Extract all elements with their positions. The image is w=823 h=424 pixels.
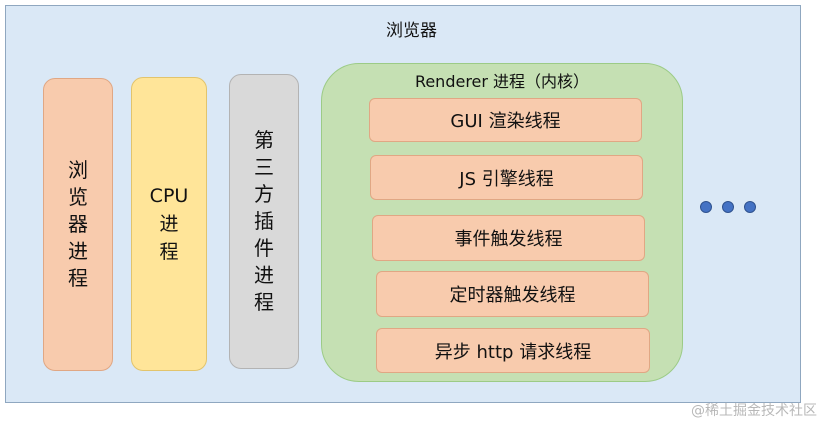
- browser-process-char: 览: [68, 185, 88, 209]
- gui-render-thread: GUI 渲染线程: [369, 98, 642, 142]
- cpu-process-line: 程: [159, 241, 179, 263]
- ellipsis-dot: [700, 201, 712, 213]
- js-engine-thread: JS 引擎线程: [370, 155, 643, 200]
- timer-trigger-thread: 定时器触发线程: [376, 271, 649, 317]
- watermark: @稀土掘金技术社区: [691, 403, 817, 419]
- ellipsis-dot: [744, 201, 756, 213]
- ellipsis-dot: [722, 201, 734, 213]
- browser-title: 浏览器: [386, 21, 437, 41]
- browser-process-box: 浏 览 器 进 程: [43, 78, 113, 371]
- browser-process-label: 浏 览 器 进 程: [66, 157, 90, 292]
- plugin-process-char: 第: [254, 128, 274, 152]
- browser-process-char: 器: [68, 212, 88, 236]
- cpu-process-label: CPU 进 程: [150, 182, 189, 266]
- plugin-process-char: 程: [254, 290, 274, 314]
- plugin-process-char: 三: [254, 155, 274, 179]
- ellipsis-icon: [700, 201, 756, 213]
- plugin-process-char: 进: [254, 263, 274, 287]
- browser-process-char: 浏: [68, 158, 88, 182]
- async-http-thread: 异步 http 请求线程: [376, 328, 650, 373]
- plugin-process-char: 件: [254, 236, 274, 260]
- plugin-process-char: 方: [254, 182, 274, 206]
- cpu-process-line: CPU: [149, 185, 189, 207]
- plugin-process-char: 插: [254, 209, 274, 233]
- browser-process-char: 程: [68, 266, 88, 290]
- renderer-process-title: Renderer 进程（内核）: [414, 72, 590, 91]
- plugin-process-label: 第 三 方 插 件 进 程: [252, 127, 276, 316]
- cpu-process-line: 进: [159, 213, 179, 235]
- cpu-process-box: CPU 进 程: [131, 77, 207, 371]
- browser-process-char: 进: [68, 239, 88, 263]
- plugin-process-box: 第 三 方 插 件 进 程: [229, 74, 299, 369]
- event-trigger-thread: 事件触发线程: [372, 215, 645, 261]
